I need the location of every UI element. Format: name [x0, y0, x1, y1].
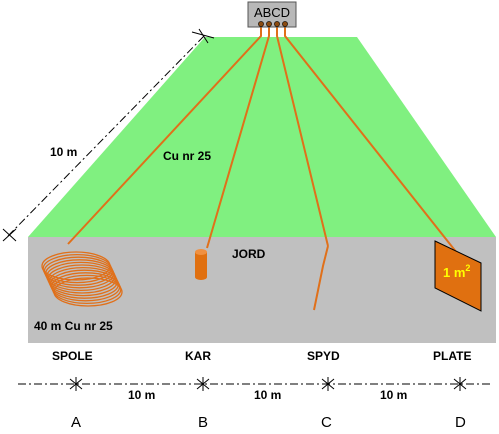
- ground-label: JORD: [232, 247, 266, 261]
- cables: [67, 27, 458, 254]
- cable-b: [206, 27, 270, 249]
- spacing-label-cd: 10 m: [380, 388, 407, 402]
- ground-surface: [28, 37, 496, 237]
- ground-block: [28, 237, 496, 343]
- spacing-label-bc: 10 m: [254, 388, 281, 402]
- cable-c: [276, 27, 329, 247]
- spacing-dimension-line: [18, 377, 490, 391]
- coil-electrode: [41, 251, 123, 307]
- cable-d: [284, 27, 458, 254]
- spacing-label-ab: 10 m: [128, 388, 155, 402]
- electrode-letter-b: B: [198, 414, 208, 431]
- coil-label: 40 m Cu nr 25: [34, 319, 113, 333]
- plate-electrode: 1 m2: [434, 240, 482, 312]
- electrode-name-a: SPOLE: [52, 349, 93, 363]
- electrode-name-d: PLATE: [433, 349, 471, 363]
- electrode-letter-a: A: [71, 414, 81, 431]
- cable-label: Cu nr 25: [163, 149, 211, 163]
- side-dimension-line: [2, 28, 215, 242]
- terminal-box: ABCD: [247, 1, 297, 28]
- electrode-name-c: SPYD: [307, 349, 340, 363]
- cable-a: [67, 27, 262, 245]
- side-distance-label: 10 m: [50, 145, 77, 159]
- electrode-letter-d: D: [455, 414, 466, 431]
- spike-electrode: [313, 245, 329, 311]
- terminal-box-label: ABCD: [254, 5, 290, 20]
- coil-loop: [53, 277, 123, 307]
- electrode-name-b: KAR: [185, 349, 211, 363]
- plate-area-label: 1 m2: [443, 263, 470, 280]
- electrode-letter-c: C: [321, 414, 332, 431]
- rod-electrode: [195, 249, 207, 280]
